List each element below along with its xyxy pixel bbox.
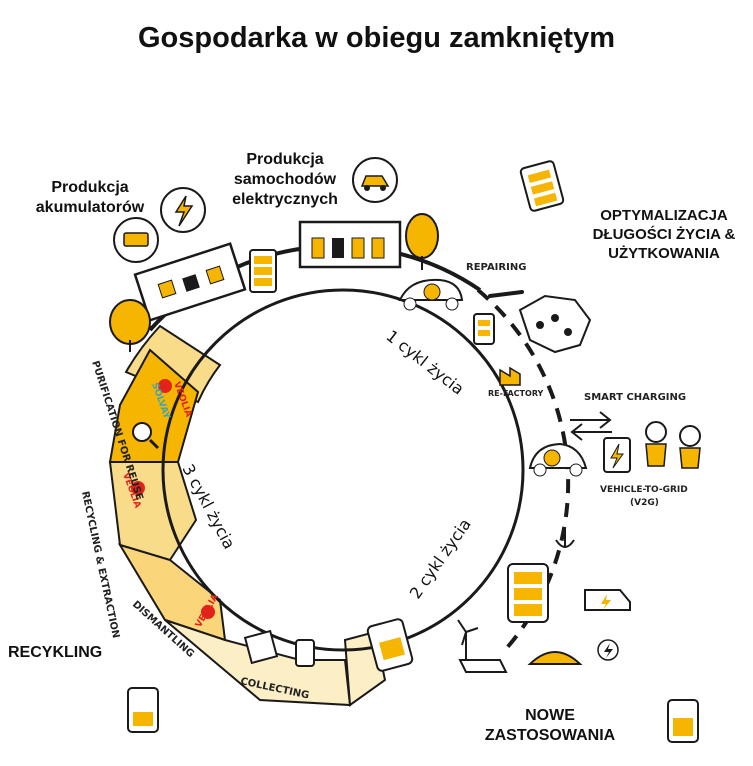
label-produkcja-samochodow: Produkcja samochodów elektrycznych — [232, 151, 338, 208]
inner-cycle-circle — [161, 288, 525, 652]
charging-station-icon — [603, 437, 631, 473]
magnifier-icon — [132, 422, 160, 450]
factory-right — [298, 220, 402, 269]
lightning-icon — [160, 187, 206, 233]
v2g-label-line1: VEHICLE-TO-GRID — [600, 485, 688, 495]
v2g-label-line2: (V2G) — [630, 498, 659, 508]
anchor-icon — [555, 528, 575, 548]
cycle-1-label: 1 cykl życia — [383, 326, 468, 398]
label-optymalizacja: OPTYMALIZACJA DŁUGOŚCI ŻYCIA & UŻYTKOWAN… — [592, 207, 736, 262]
band-collecting — [164, 619, 352, 707]
battery-icon — [113, 217, 159, 263]
label-produkcja-akumulatorow: Produkcja akumulatorów — [35, 179, 145, 216]
van-icon — [584, 589, 631, 611]
repairing-label: REPAIRING — [466, 262, 526, 273]
battery-icon — [127, 687, 159, 733]
refactory-label: RE-FACTORY — [488, 389, 544, 398]
solar-panel-icon — [458, 659, 508, 673]
label-nowe-zastosowania: NOWE ZASTOSOWANIA — [484, 707, 616, 744]
smart-charging-label: SMART CHARGING — [584, 392, 686, 403]
label-recykling: RECYKLING — [8, 644, 103, 661]
box-icon — [243, 629, 279, 665]
wrench-icon — [488, 290, 524, 298]
cycle-2-label: 2 cykl życia — [406, 515, 475, 602]
band-purification — [124, 324, 222, 404]
factory-left — [133, 242, 247, 322]
battery-icon — [473, 313, 495, 345]
arrows-icon — [570, 411, 612, 441]
car-icon — [528, 442, 588, 477]
lightning-icon — [597, 639, 619, 661]
battery-icon — [519, 160, 565, 212]
factory-icon — [499, 366, 521, 386]
car-icon — [398, 278, 464, 311]
band-dismantling — [117, 543, 227, 642]
tree-icon — [405, 213, 439, 270]
wind-turbine-icon — [457, 619, 479, 660]
island-icon — [527, 651, 583, 665]
people-icon — [645, 421, 701, 469]
europe-map-icon — [518, 294, 592, 354]
battery-icon — [667, 699, 699, 743]
battery-icon — [295, 639, 315, 667]
page-title: Gospodarka w obiegu zamkniętym — [138, 22, 615, 54]
car-icon — [352, 157, 398, 203]
tree-icon — [109, 299, 151, 352]
recycling-extraction-label: RECYCLING & EXTRACTION — [79, 490, 121, 639]
battery-icon — [507, 563, 549, 623]
battery-icon — [249, 249, 277, 293]
battery-icon — [366, 618, 414, 672]
